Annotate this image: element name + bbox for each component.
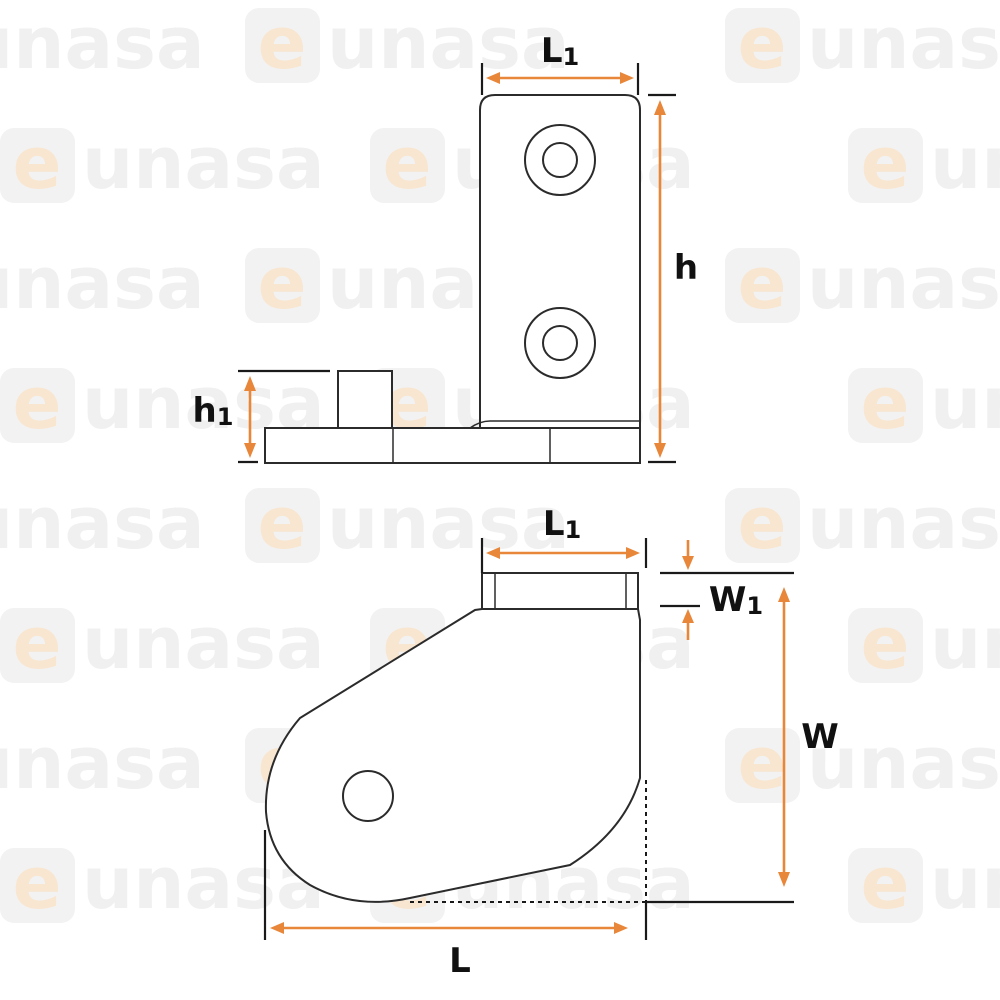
label-subscript: 1 — [564, 516, 581, 544]
watermark-e-glyph: e — [13, 121, 62, 205]
watermark-text: unasa — [930, 361, 1000, 445]
teardrop-plate — [264, 608, 641, 903]
w1-label: W1 — [709, 580, 763, 620]
l-arrow-right — [614, 922, 628, 934]
h1-label: h1 — [193, 391, 234, 431]
watermark-logo-tile — [245, 8, 320, 83]
watermark-logo-tile — [848, 848, 923, 923]
watermark-text: unasa — [0, 1, 205, 85]
lower-hole-inner — [542, 325, 578, 361]
l1b-arrow-right — [626, 547, 640, 559]
watermark-e-glyph: e — [258, 481, 307, 565]
watermark-e-glyph: e — [13, 361, 62, 445]
w1-arrow-top — [682, 556, 694, 570]
watermark-e-glyph: e — [13, 601, 62, 685]
watermark-logo-tile — [0, 608, 75, 683]
l1-arrow-right — [620, 72, 634, 84]
l1-bottom-label: L1 — [543, 504, 581, 544]
watermark-logo-tile — [725, 248, 800, 323]
watermark-e-glyph: e — [861, 121, 910, 205]
watermark-text: unasa — [807, 241, 1000, 325]
watermark-layer: eunasaeunasaeunasaeunasaeunasaeunasaeuna… — [0, 1, 1000, 925]
watermark-logo-tile — [725, 488, 800, 563]
l1-top-letter: L1 — [541, 31, 579, 71]
l1-arrow-left — [486, 72, 500, 84]
upper-hole-inner — [542, 142, 578, 178]
l1b-arrow-left — [486, 547, 500, 559]
bend-line — [469, 420, 640, 429]
w1-arrow-bottom — [682, 609, 694, 623]
w-label: W — [801, 717, 839, 757]
base-plate — [264, 427, 641, 464]
watermark-e-glyph: e — [738, 721, 787, 805]
side-view: L1 h h1 — [193, 31, 698, 464]
watermark-logo-tile — [725, 8, 800, 83]
watermark-text: unasa — [327, 481, 570, 565]
label-subscript: 1 — [217, 403, 234, 431]
watermark-logo-tile — [0, 848, 75, 923]
watermark-text: unasa — [82, 601, 325, 685]
watermark-e-glyph: e — [13, 841, 62, 925]
watermark-logo-tile — [370, 128, 445, 203]
h1-arrow-top — [244, 376, 256, 391]
watermark-text: unasa — [0, 721, 205, 805]
label-subscript: 1 — [746, 592, 763, 620]
watermark-logo-tile — [848, 368, 923, 443]
watermark-e-glyph: e — [258, 241, 307, 325]
watermark-e-glyph: e — [861, 361, 910, 445]
l1-top-label: L1 — [541, 31, 579, 71]
watermark-e-glyph: e — [738, 481, 787, 565]
watermark-text: unasa — [930, 841, 1000, 925]
label-subscript: 1 — [562, 43, 579, 71]
w-arrow-bottom — [778, 872, 790, 887]
watermark-text: unasa — [0, 481, 205, 565]
watermark-logo-tile — [848, 128, 923, 203]
watermark-e-glyph: e — [258, 1, 307, 85]
w-arrow-top — [778, 587, 790, 602]
flange — [481, 572, 639, 610]
plate-hole — [342, 770, 394, 822]
watermark-text: unasa — [807, 721, 1000, 805]
watermark-text: unasa — [82, 121, 325, 205]
watermark-e-glyph: e — [738, 241, 787, 325]
watermark-logo-tile — [245, 488, 320, 563]
watermark-e-glyph: e — [383, 121, 432, 205]
watermark-text: unasa — [327, 1, 570, 85]
h-arrow-bottom — [654, 443, 666, 458]
watermark-text: unasa — [930, 601, 1000, 685]
watermark-text: unasa — [807, 1, 1000, 85]
watermark-text: unasa — [0, 241, 205, 325]
watermark-logo-tile — [848, 608, 923, 683]
watermark-logo-tile — [725, 728, 800, 803]
watermark-logo-tile — [245, 248, 320, 323]
watermark-e-glyph: e — [861, 601, 910, 685]
watermark-logo-tile — [0, 128, 75, 203]
l-arrow-left — [270, 922, 284, 934]
top-view: L1 W1 W L — [263, 504, 839, 981]
l-label: L — [449, 941, 471, 981]
watermark-text: unasa — [807, 481, 1000, 565]
h-label: h — [674, 248, 698, 288]
vertical-plate — [479, 94, 641, 429]
watermark-logo-tile — [0, 368, 75, 443]
pin — [337, 370, 393, 429]
watermark-e-glyph: e — [861, 841, 910, 925]
watermark-text: unasa — [930, 121, 1000, 205]
h-arrow-top — [654, 100, 666, 115]
watermark-e-glyph: e — [738, 1, 787, 85]
h1-arrow-bottom — [244, 443, 256, 458]
